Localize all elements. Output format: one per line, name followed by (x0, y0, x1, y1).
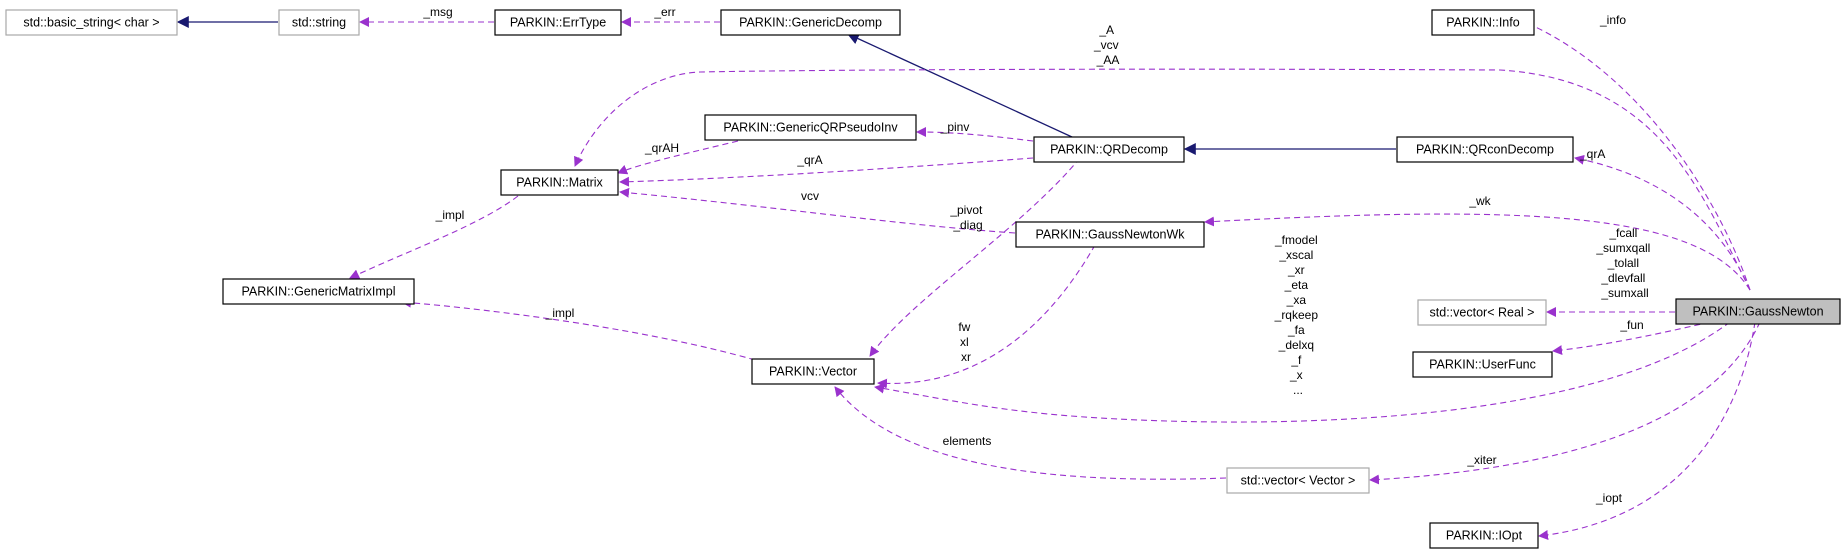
node-gaussnewton[interactable]: PARKIN::GaussNewton (1675, 298, 1841, 325)
node-userfunc-label: PARKIN::UserFunc (1429, 358, 1536, 372)
label-qrA-matrix: _qrA (796, 153, 822, 167)
node-userfunc[interactable]: PARKIN::UserFunc (1412, 351, 1553, 378)
node-genericmatriximpl-label: PARKIN::GenericMatrixImpl (242, 285, 396, 299)
node-errtype[interactable]: PARKIN::ErrType (494, 9, 622, 36)
edge-gaussnewtonwk-to-vector (877, 235, 1101, 389)
label-pinv: _pinv (940, 120, 970, 134)
node-info-label: PARKIN::Info (1446, 16, 1519, 30)
label-xiter: _xiter (1466, 453, 1496, 467)
label-info: _info (1599, 13, 1626, 27)
edge-gaussnewton-to-matrix (574, 68, 1751, 291)
edge-qrdecomp-to-matrix (619, 157, 1034, 187)
edge-qrpseudoinv-to-matrix (617, 140, 739, 175)
nodes: std::basic_string< char > std::string PA… (5, 9, 1841, 549)
node-qrdecomp-label: PARKIN::QRDecomp (1050, 143, 1168, 157)
node-matrix[interactable]: PARKIN::Matrix (500, 169, 619, 196)
node-genericdecomp-label: PARKIN::GenericDecomp (739, 16, 882, 30)
node-qrpseudoinv[interactable]: PARKIN::GenericQRPseudoInv (704, 114, 917, 141)
edge-gaussnewton-to-iopt (1538, 321, 1756, 540)
node-basic-string-label: std::basic_string< char > (23, 16, 159, 30)
edge-vector-to-genericmatriximpl (401, 297, 756, 361)
label-vector-real: _fcall _sumxqall _tolall _dlevfall _sumx… (1595, 226, 1653, 300)
label-fun: _fun (1619, 318, 1643, 332)
node-vector-vector[interactable]: std::vector< Vector > (1226, 467, 1370, 494)
label-matrix-from-gn: _A _vcv _AA (1093, 23, 1122, 67)
label-msg: _msg (422, 5, 452, 19)
node-genericdecomp[interactable]: PARKIN::GenericDecomp (720, 9, 901, 36)
node-vector-real[interactable]: std::vector< Real > (1417, 299, 1547, 326)
node-qrcondecomp[interactable]: PARKIN::QRconDecomp (1396, 136, 1574, 163)
node-iopt-label: PARKIN::IOpt (1446, 529, 1523, 543)
edge-gaussnewton-to-vector (874, 321, 1731, 423)
node-errtype-label: PARKIN::ErrType (510, 16, 606, 30)
edge-gaussnewton-to-info (1519, 18, 1751, 291)
node-genericmatriximpl[interactable]: PARKIN::GenericMatrixImpl (222, 278, 415, 305)
label-elements: elements (943, 434, 992, 448)
node-string[interactable]: std::string (278, 9, 360, 36)
edge-matrix-to-genericmatriximpl (349, 195, 519, 279)
node-string-label: std::string (292, 16, 346, 30)
node-info[interactable]: PARKIN::Info (1431, 9, 1535, 36)
label-iopt: _iopt (1595, 491, 1623, 505)
label-wk: _wk (1468, 194, 1491, 208)
edge-vectorvector-to-vector (834, 386, 1227, 480)
edge-labels: _msg _err _info _A _vcv _AA _pinv _qrAH … (422, 5, 1653, 505)
label-err: _err (653, 5, 675, 19)
edge-gaussnewton-to-gaussnewtonwk (1204, 213, 1751, 291)
node-qrpseudoinv-label: PARKIN::GenericQRPseudoInv (723, 121, 898, 135)
node-gaussnewton-label: PARKIN::GaussNewton (1692, 305, 1823, 319)
edge-gaussnewton-to-qrcondecomp (1574, 154, 1751, 291)
label-vector-from-gn: _fmodel _xscal _xr _eta _xa _rqkeep _fa … (1274, 233, 1322, 397)
node-matrix-label: PARKIN::Matrix (516, 176, 603, 190)
edges (176, 16, 1761, 540)
node-vector[interactable]: PARKIN::Vector (751, 358, 875, 385)
node-gaussnewtonwk-label: PARKIN::GaussNewtonWk (1035, 228, 1185, 242)
node-basic-string[interactable]: std::basic_string< char > (5, 9, 178, 36)
label-fw-xl-xr: fw xl xr (958, 320, 973, 364)
edge-qrdecomp-to-qrpseudoinv (916, 127, 1034, 142)
node-gaussnewtonwk[interactable]: PARKIN::GaussNewtonWk (1015, 221, 1205, 248)
edge-gaussnewtonwk-to-matrix (619, 187, 1016, 234)
node-vector-label: PARKIN::Vector (769, 365, 857, 379)
node-iopt[interactable]: PARKIN::IOpt (1429, 522, 1539, 549)
node-vector-real-label: std::vector< Real > (1430, 306, 1535, 320)
node-qrcondecomp-label: PARKIN::QRconDecomp (1416, 143, 1554, 157)
edge-qrdecomp-to-vector (869, 157, 1081, 357)
node-vector-vector-label: std::vector< Vector > (1241, 474, 1356, 488)
label-impl-vector: _impl (545, 306, 575, 320)
edge-gaussnewton-to-userfunc (1552, 321, 1711, 356)
edge-gaussnewton-to-vectorvector (1369, 321, 1761, 485)
edge-qrdecomp-to-genericdecomp (846, 33, 1073, 138)
label-qrAH: _qrAH (644, 141, 679, 155)
label-qrA-gn: _qrA (1579, 147, 1605, 161)
label-impl-matrix: _impl (435, 208, 465, 222)
label-vcv: vcv (801, 189, 819, 203)
node-qrdecomp[interactable]: PARKIN::QRDecomp (1033, 136, 1185, 163)
label-pivot-diag: _pivot _diag (949, 203, 985, 232)
